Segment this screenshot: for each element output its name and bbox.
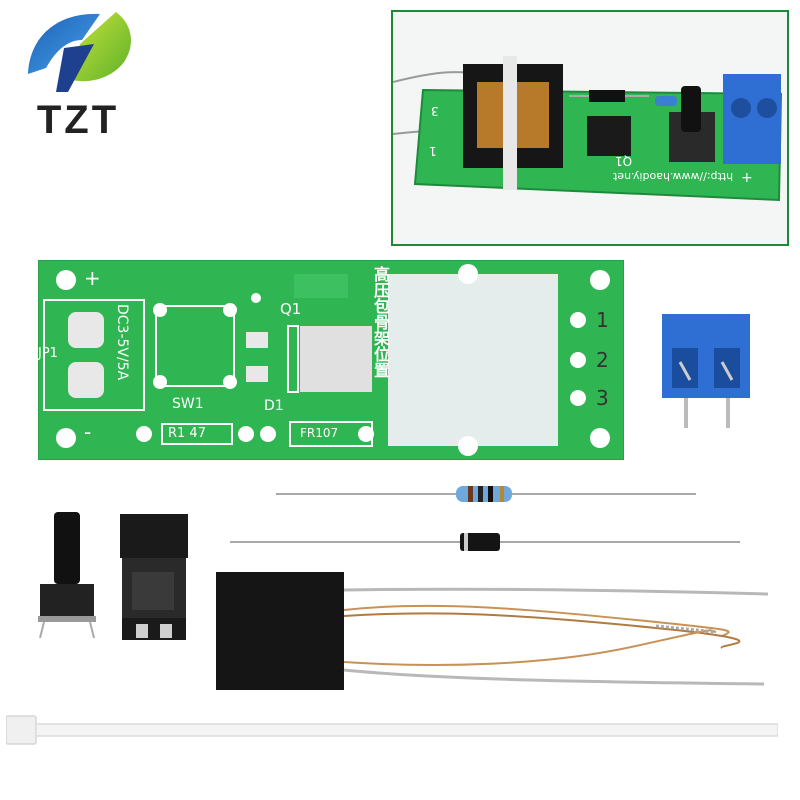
pcb-pin-label-1: 1 [596,308,609,332]
high-voltage-coil-component [216,570,776,694]
pcb-cjk-label: 高压包骨架位置 [371,266,390,378]
pcb-input-label: DC3-5V/5A [114,304,130,381]
inset-q-label: Q1 [615,154,633,168]
push-button-component [36,510,98,640]
assembled-module-photo: http://www.haodiy.net Q1 3 1 + [391,10,789,246]
mosfet-icon [120,514,188,640]
inset-url-text: http://www.haodiy.net [613,170,734,183]
brand-logo-icon [28,12,131,92]
pcb-pin-label-3: 3 [596,386,609,410]
inset-pin-label-3: 3 [431,104,439,118]
brand-logo [20,4,150,100]
pcb-r-label: R1 47 [168,426,206,441]
pcb-minus-label: - [84,420,92,444]
pcb-board-illustration [37,259,625,461]
mosfet-component [118,512,190,642]
pcb-q-label: Q1 [280,300,302,318]
diode-icon [230,533,740,551]
screw-terminal-component [660,310,752,430]
pcb-fr-label: FR107 [300,426,339,440]
pcb-plus-label: + [84,266,101,290]
diode-component [230,532,740,552]
cable-tie-icon [5,715,779,745]
push-button-icon [38,512,96,639]
inset-plus-label: + [741,170,753,186]
pcb-jp-label: JP1 [38,346,58,361]
cable-tie-component [5,712,779,748]
assembled-module-illustration [393,56,783,202]
resistor-icon [276,486,696,502]
screw-terminal-icon [662,314,750,428]
bare-pcb: + - DC3-5V/5A JP1 SW1 Q1 D1 R1 47 FR107 … [37,259,625,461]
pcb-sw-label: SW1 [172,396,204,412]
resistor-component [276,484,696,504]
pcb-d-label: D1 [264,398,284,414]
inset-pin-label-1: 1 [429,144,437,158]
pcb-pin-label-2: 2 [596,348,609,372]
high-voltage-coil-icon [216,572,769,690]
brand-name: TZT [36,98,120,142]
